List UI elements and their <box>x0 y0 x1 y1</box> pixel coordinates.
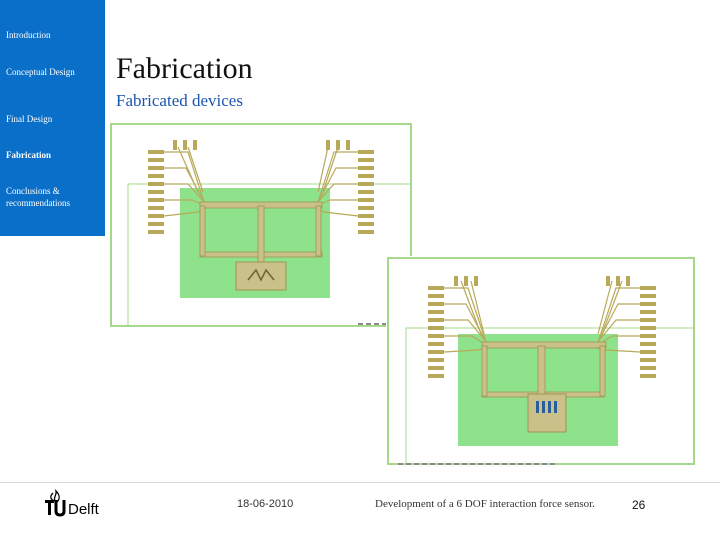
nav-item-introduction[interactable]: Introduction <box>6 30 51 40</box>
nav-item-conceptual-design[interactable]: Conceptual Design <box>6 67 75 77</box>
device-image-1 <box>108 122 418 328</box>
nav-item-final-design[interactable]: Final Design <box>6 114 53 124</box>
tudelft-logo: Delft <box>45 488 100 518</box>
slide-subtitle: Fabricated devices <box>116 91 243 110</box>
slide-title: Fabrication <box>116 52 253 85</box>
footer-divider <box>0 482 720 483</box>
svg-text:Delft: Delft <box>68 501 100 518</box>
nav-item-conclusions[interactable]: Conclusions & recommendations <box>6 186 70 208</box>
footer-description: Development of a 6 DOF interaction force… <box>375 498 595 510</box>
page-number: 26 <box>632 498 646 512</box>
device-image-2 <box>386 256 698 468</box>
nav-item-fabrication[interactable]: Fabrication <box>6 150 51 160</box>
footer-date: 18-06-2010 <box>237 498 294 510</box>
sidebar-nav: Introduction Conceptual Design Final Des… <box>0 0 105 236</box>
